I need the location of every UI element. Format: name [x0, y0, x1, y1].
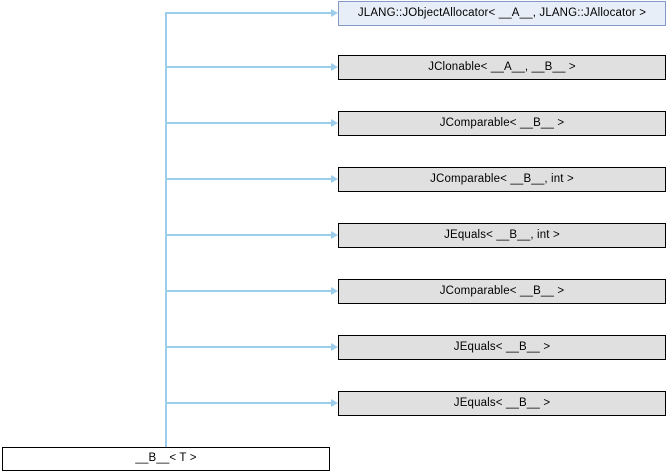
node-label: JComparable< __B__, int > — [430, 172, 574, 185]
node-jcomparable-b-2[interactable]: JComparable< __B__ > — [338, 279, 666, 304]
root-stem-line — [165, 436, 167, 448]
arrowhead-icon-6 — [331, 343, 338, 351]
branch-line-6 — [165, 346, 331, 348]
node-label: JEquals< __B__ > — [453, 340, 551, 353]
node-label: JComparable< __B__ > — [439, 284, 565, 297]
branch-line-4 — [165, 234, 331, 236]
trunk-line — [165, 12, 167, 436]
node-jequals-b[interactable]: JEquals< __B__ > — [338, 335, 666, 360]
arrowhead-icon-1 — [331, 63, 338, 71]
branch-line-7 — [165, 402, 331, 404]
node-root-b-t[interactable]: __B__< T > — [2, 447, 330, 471]
node-jcomparable-b[interactable]: JComparable< __B__ > — [338, 111, 666, 136]
arrowhead-icon-5 — [331, 287, 338, 295]
branch-line-5 — [165, 290, 331, 292]
node-label: JEquals< __B__, int > — [444, 228, 560, 241]
branch-line-3 — [165, 178, 331, 180]
arrowhead-icon-7 — [331, 399, 338, 407]
node-jequals-b-2[interactable]: JEquals< __B__ > — [338, 391, 666, 416]
node-label: JComparable< __B__ > — [439, 116, 565, 129]
node-label: JEquals< __B__ > — [453, 396, 551, 409]
branch-line-2 — [165, 122, 331, 124]
node-label: __B__< T > — [135, 452, 197, 465]
arrowhead-icon-4 — [331, 231, 338, 239]
arrowhead-icon-3 — [331, 175, 338, 183]
arrowhead-icon-2 — [331, 119, 338, 127]
node-jclonable[interactable]: JClonable< __A__, __B__ > — [338, 55, 666, 80]
node-jcomparable-b-int[interactable]: JComparable< __B__, int > — [338, 167, 666, 192]
node-jequals-b-int[interactable]: JEquals< __B__, int > — [338, 223, 666, 248]
node-label: JClonable< __A__, __B__ > — [428, 60, 576, 73]
node-jobjectallocator[interactable]: JLANG::JObjectAllocator< __A__, JLANG::J… — [338, 1, 666, 26]
branch-line-0 — [165, 12, 331, 14]
node-label: JLANG::JObjectAllocator< __A__, JLANG::J… — [357, 6, 647, 19]
arrowhead-icon-0 — [331, 9, 338, 17]
branch-line-1 — [165, 66, 331, 68]
